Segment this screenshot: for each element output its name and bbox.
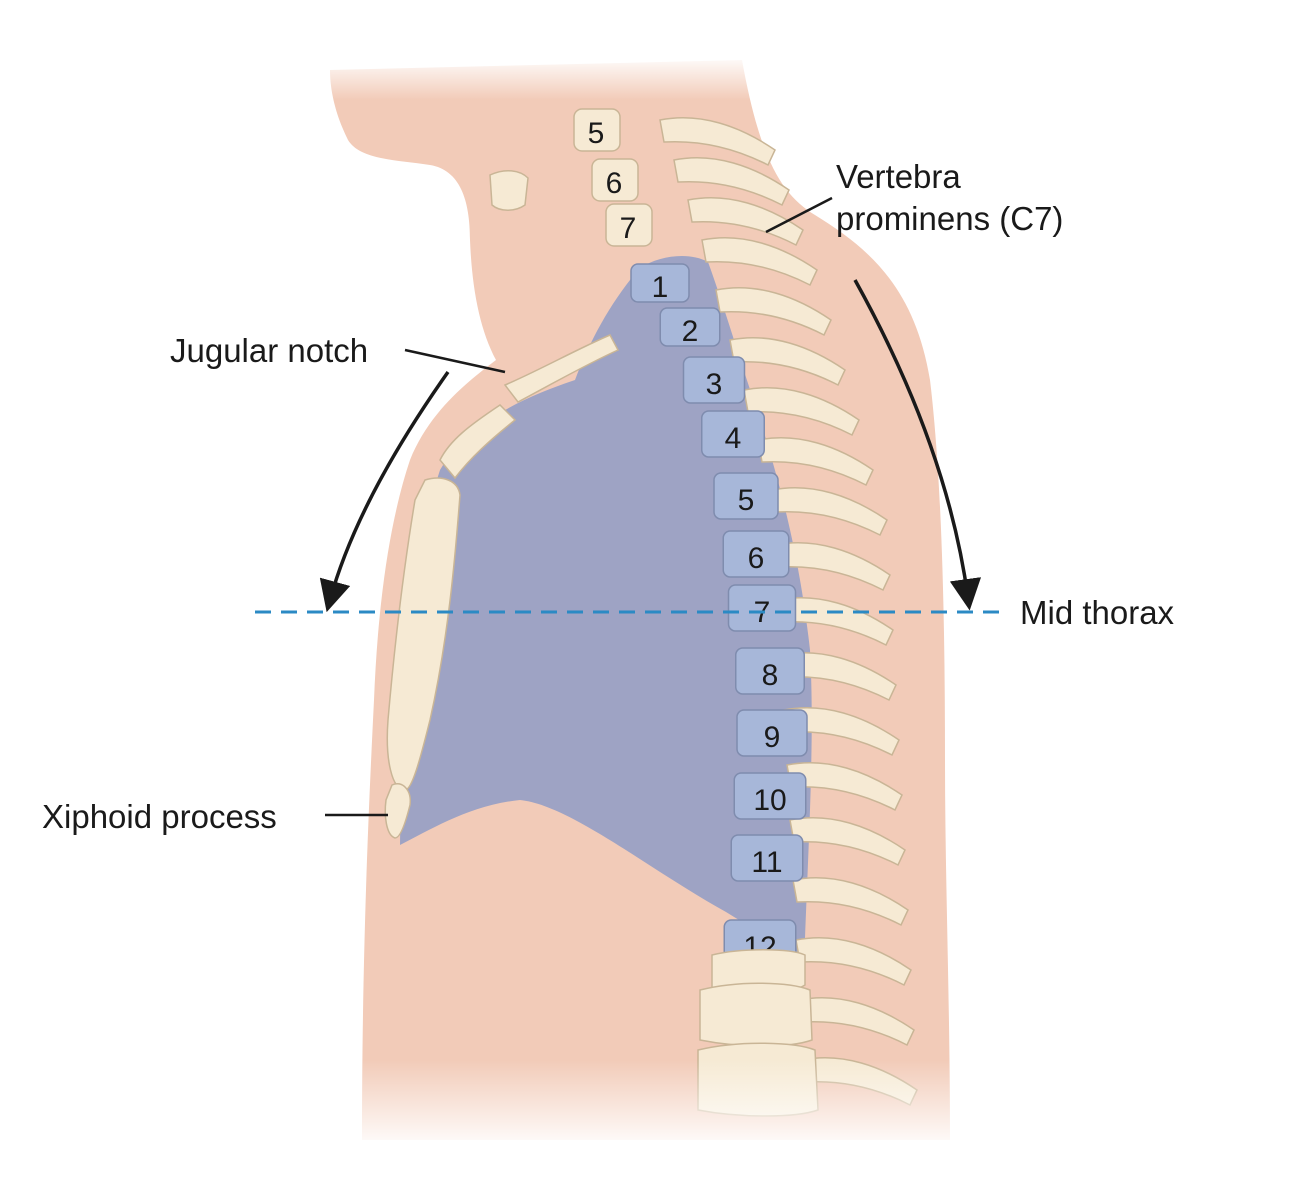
spinous-process <box>659 117 776 167</box>
spinous-process <box>729 337 846 387</box>
spinous-process <box>687 197 804 247</box>
cervical-vertebra-number: 5 <box>588 117 605 150</box>
cervical-vertebra-body <box>573 108 621 152</box>
posterior-curve-arrow <box>853 279 982 611</box>
spinous-process <box>783 707 900 757</box>
spinous-process <box>701 237 818 287</box>
spinous-process <box>780 652 897 702</box>
fade-bottom <box>300 1060 1000 1150</box>
xiphoid-process-label: Xiphoid process <box>42 798 277 835</box>
thoracic-vertebra-body <box>733 772 807 820</box>
spinous-process <box>774 542 891 592</box>
thoracic-vertebra-body <box>659 307 721 347</box>
hyoid-bone <box>489 170 529 211</box>
spinous-processes <box>659 117 918 1107</box>
thoracic-vertebra-number: 6 <box>748 542 765 575</box>
thoracic-vertebra-body <box>736 709 808 757</box>
thoracic-vertebra-body <box>730 834 804 882</box>
mid-thorax-label: Mid thorax <box>1020 594 1175 631</box>
thoracic-vertebra-number: 1 <box>652 271 669 304</box>
thoracic-vertebra-number: 5 <box>738 484 755 517</box>
spinous-process <box>798 997 915 1047</box>
thoracic-vertebra-body <box>735 647 805 695</box>
cervical-vertebra-number: 7 <box>620 212 637 245</box>
spinous-process <box>777 597 894 647</box>
thoracic-vertebra-number: 9 <box>764 721 781 754</box>
thoracic-vertebra-number: 4 <box>725 422 742 455</box>
thoracic-vertebra-body <box>701 410 765 458</box>
spinous-process <box>786 762 903 812</box>
thoracic-vertebra-number: 11 <box>751 846 782 879</box>
thoracic-vertebra-body <box>727 584 797 632</box>
vertebra-prominens-label-line2: prominens (C7) <box>836 200 1063 237</box>
thoracic-vertebra-body <box>682 356 746 404</box>
spinous-process <box>795 937 912 987</box>
spinous-process <box>673 157 790 207</box>
spinous-process <box>743 387 860 437</box>
jugular-notch-label: Jugular notch <box>170 332 368 369</box>
thoracic-vertebra-number: 8 <box>762 659 779 692</box>
spinous-process <box>789 817 906 867</box>
cervical-vertebrae: 56 7 <box>573 108 653 247</box>
spinous-process <box>715 287 832 337</box>
thoracic-vertebra-body <box>630 263 690 303</box>
thoracic-vertebra-number: 2 <box>682 315 699 348</box>
thoracic-vertebra-body <box>713 472 779 520</box>
cervical-vertebra-body <box>605 203 653 247</box>
spinous-process <box>757 437 874 487</box>
spinous-process <box>771 487 888 537</box>
cervical-vertebra-number: 6 <box>606 167 623 200</box>
jugular-notch-leader <box>404 348 506 374</box>
spinous-process <box>792 877 909 927</box>
thoracic-vertebra-number: 10 <box>753 784 786 817</box>
vertebra-prominens-leader <box>765 196 833 234</box>
vertebra-prominens-label-line1: Vertebra <box>836 158 961 195</box>
anterior-curve-arrow <box>319 370 450 613</box>
sternum <box>384 334 620 839</box>
fade-top <box>300 55 800 100</box>
thoracic-vertebra-body <box>722 530 790 578</box>
thoracic-vertebra-number: 3 <box>706 368 723 401</box>
cervical-vertebra-body <box>591 158 639 202</box>
